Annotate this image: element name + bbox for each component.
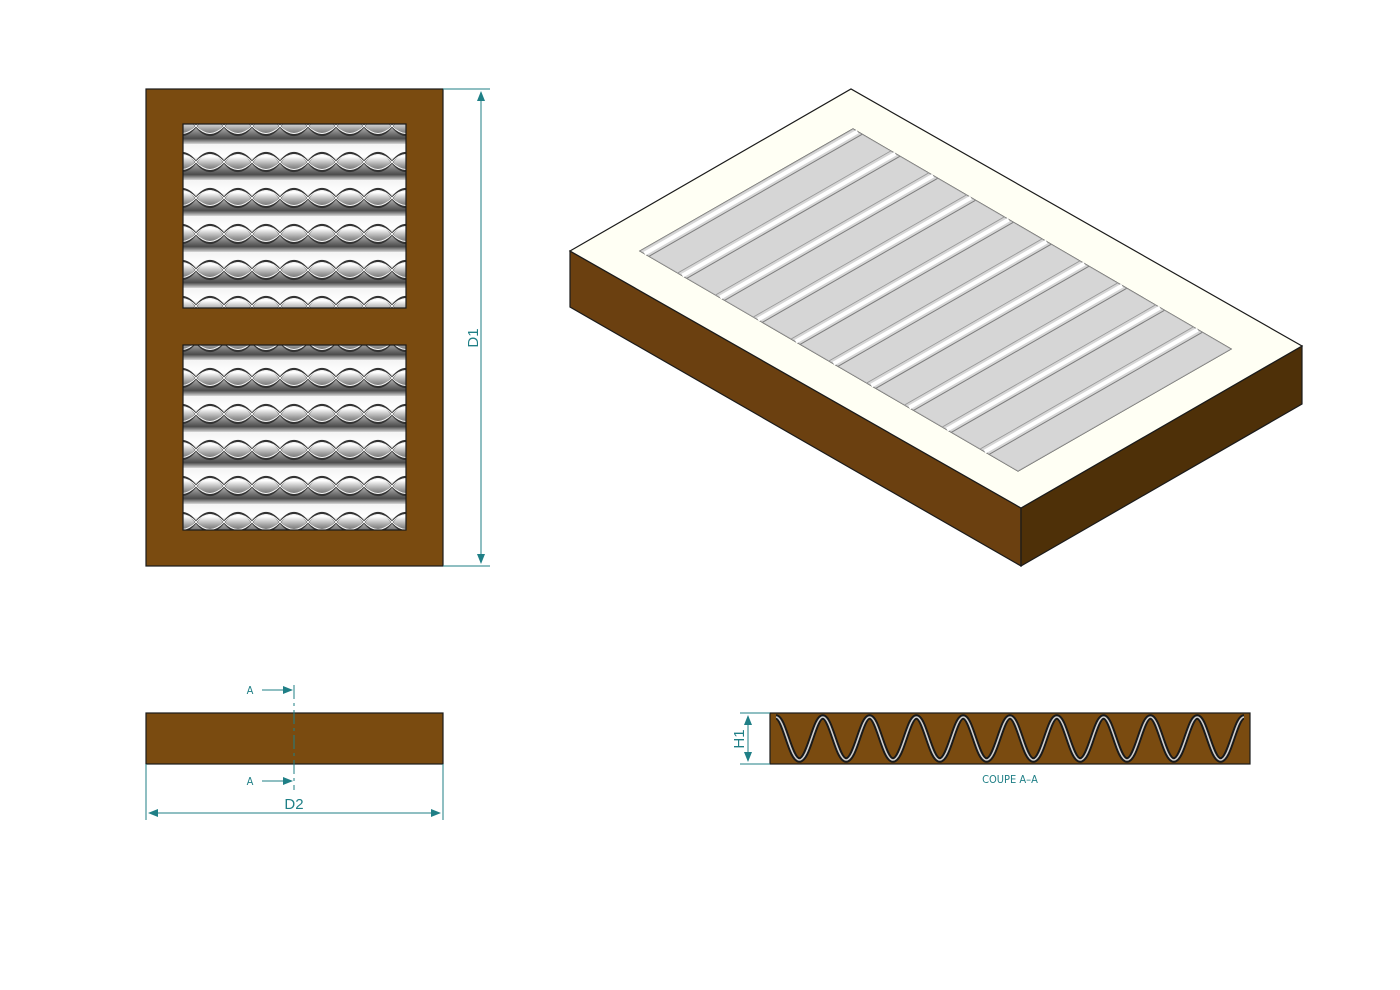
section-marker-bottom-label: A [247,775,254,788]
dimension-h1-label: H1 [731,729,748,748]
dimension-d1-label: D1 [465,328,482,347]
iso-slat-ridge [719,173,935,300]
front-view: D1 [145,88,490,567]
iso-slat-ridge [681,151,897,278]
iso-slat-ridge [756,195,972,322]
section-view: H1 COUPE A–A [731,712,1251,786]
iso-slat [979,326,1232,472]
iso-slat-shadow [800,221,1014,345]
iso-slat-ridge [908,283,1124,410]
mesh-panel-top [182,123,407,309]
iso-slat-shadow [837,243,1052,367]
section-marker-bottom: A [247,775,293,788]
iso-slat-shadow [913,287,1127,411]
iso-slat-ridge [794,217,1010,344]
section-marker-top: A [247,684,293,697]
iso-slats [639,128,1232,472]
iso-slat-shadow [724,177,938,301]
dimension-h1: H1 [731,712,770,765]
iso-slat-shadow [951,309,1165,433]
iso-slat-shadow [762,199,976,323]
iso-slat-shadow [648,133,863,257]
mesh-panel-bottom [182,344,407,531]
section-caption: COUPE A–A [982,773,1038,786]
iso-slat-ridge [870,261,1086,388]
side-view: A A D2 [145,684,444,820]
section-marker-top-label: A [247,684,254,697]
iso-slat-ridge [643,129,859,256]
iso-slat-shadow [875,265,1090,389]
iso-slat-ridge [945,305,1161,432]
iso-slat-shadow [686,155,901,279]
iso-slat-ridge [983,327,1199,454]
isometric-view [568,88,1304,568]
dimension-d2-label: D2 [284,796,303,813]
dimension-d2: D2 [145,764,444,820]
iso-slat-shadow [989,331,1203,455]
section-wave-highlight [775,716,1245,761]
iso-slat-ridge [832,239,1048,366]
dimension-d1: D1 [443,88,490,567]
